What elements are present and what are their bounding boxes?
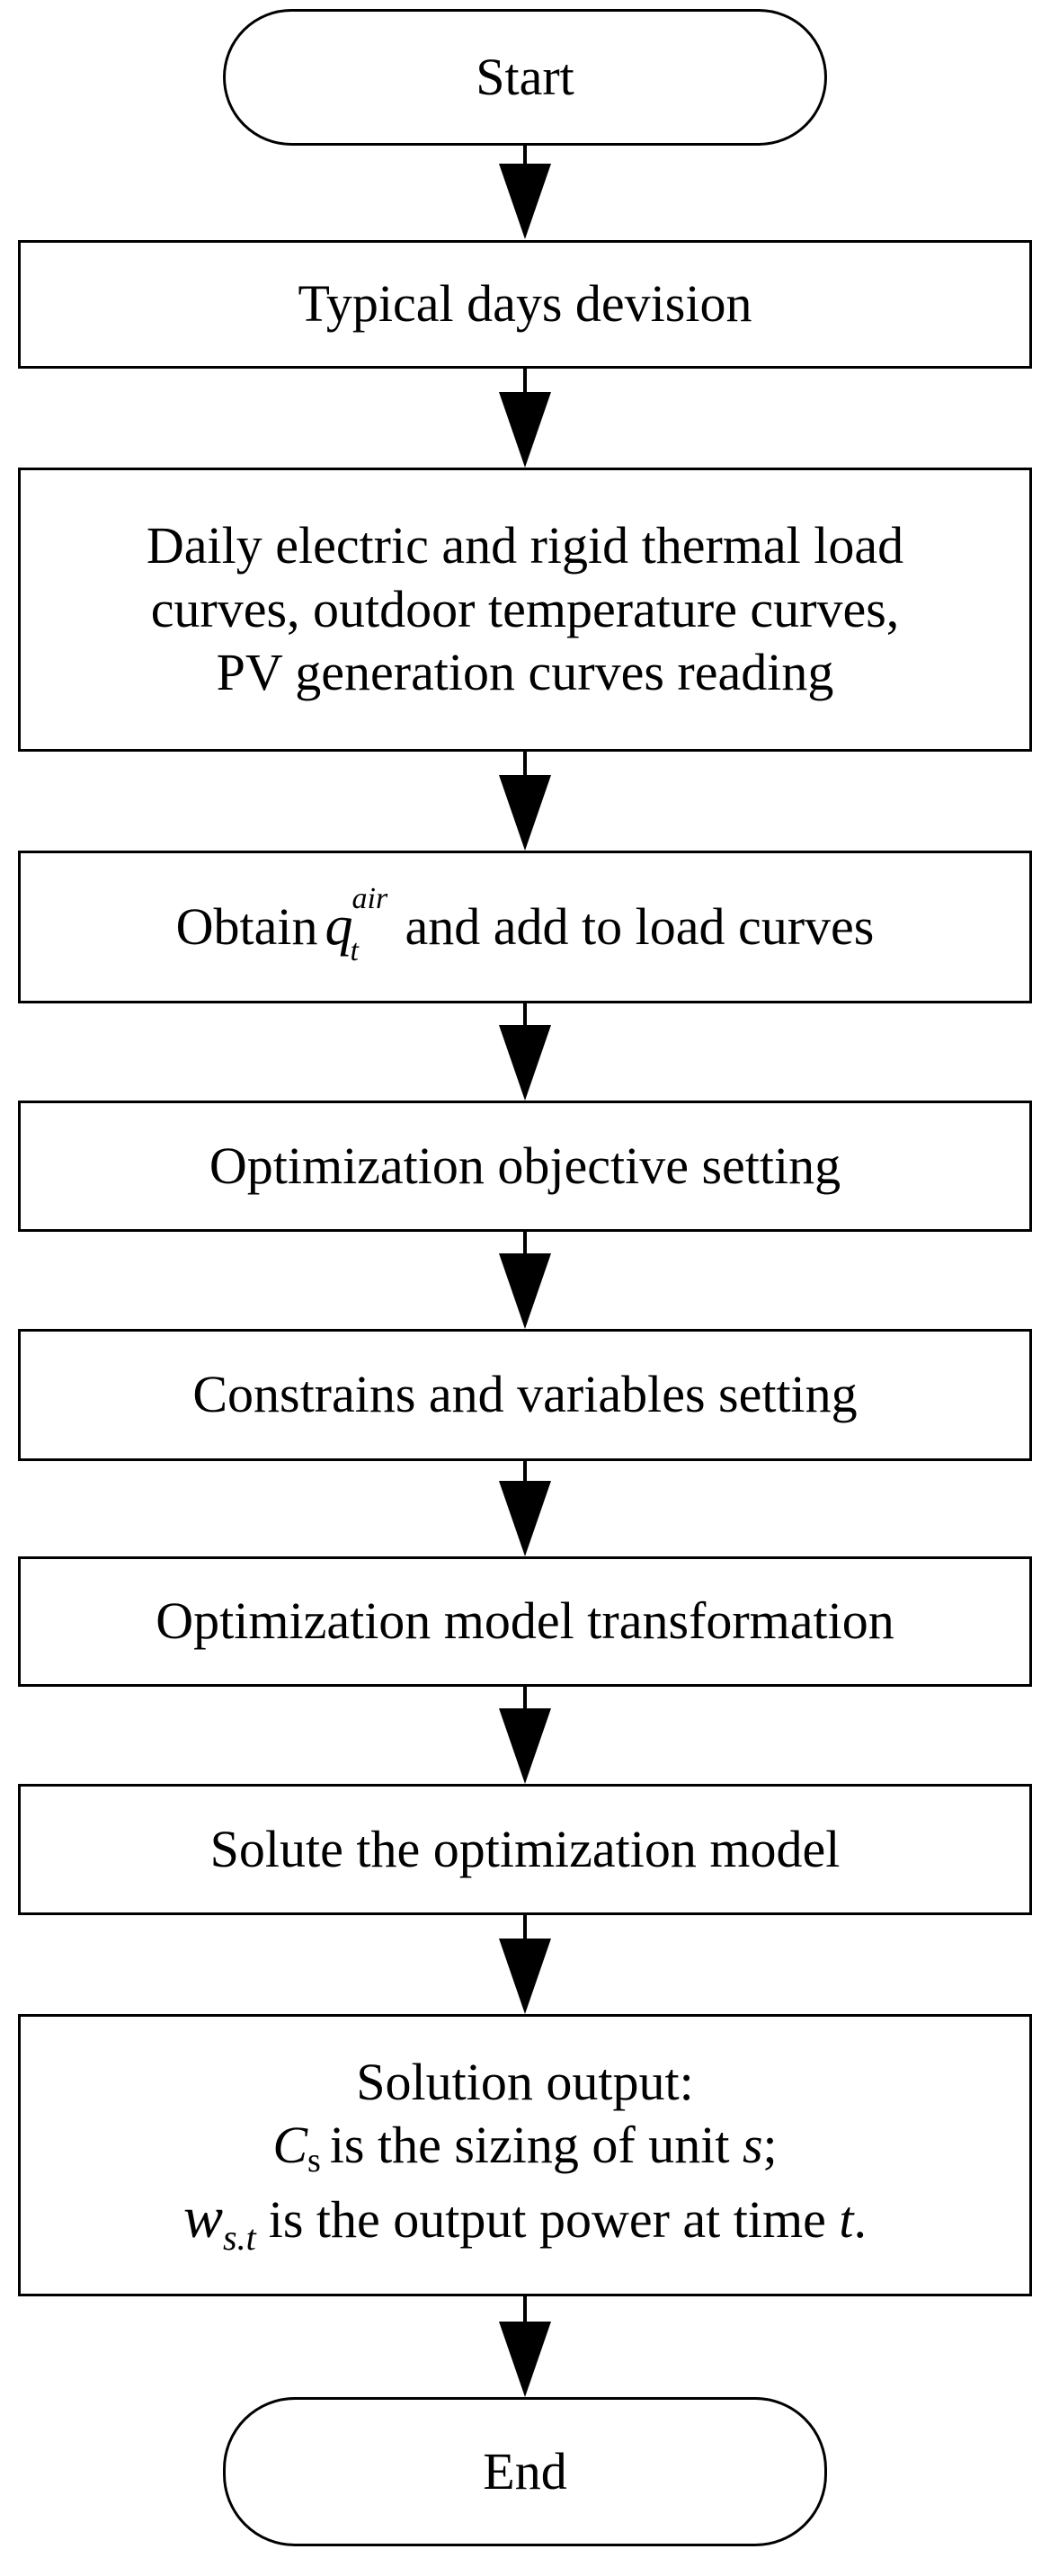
q-symbol: q (325, 896, 353, 958)
c-unit: s (742, 2116, 763, 2175)
step-curves-reading: Daily electric and rigid thermal load cu… (18, 468, 1032, 752)
step-curves-line-2: curves, outdoor temperature curves, (150, 579, 900, 638)
step-objective-setting: Optimization objective setting (18, 1101, 1032, 1232)
c-text: is the sizing of unit (329, 2116, 730, 2175)
step-objective-label: Optimization objective setting (209, 1136, 841, 1195)
c-end: ; (762, 2116, 778, 2175)
step-curves-line-3: PV generation curves reading (216, 643, 834, 702)
w-end: . (853, 2189, 868, 2249)
start-terminal: Start (223, 9, 827, 146)
step-constraints-setting: Constrains and variables setting (18, 1329, 1032, 1461)
step-constraints-label: Constrains and variables setting (192, 1365, 858, 1424)
c-subscript: s (307, 2142, 321, 2180)
step-solve-label: Solute the optimization model (209, 1819, 841, 1878)
w-subscript: s.t (223, 2216, 256, 2258)
step-transformation-label: Optimization model transformation (156, 1591, 894, 1651)
end-label: End (483, 2441, 567, 2500)
w-symbol: w (182, 2184, 224, 2251)
step-model-transformation: Optimization model transformation (18, 1556, 1032, 1687)
output-title: Solution output: (356, 2052, 694, 2111)
q-subscript: t (350, 934, 359, 968)
q-superscript: air (351, 882, 388, 916)
output-w-line: ws.t is the output power at time t. (183, 2182, 867, 2260)
step-obtain-rest: and add to load curves (405, 897, 875, 957)
w-text: is the output power at time (268, 2189, 826, 2249)
w-time: t (839, 2189, 854, 2249)
step-typical-days-label: Typical days devision (298, 274, 752, 334)
step-solve-model: Solute the optimization model (18, 1784, 1032, 1915)
step-curves-line-1: Daily electric and rigid thermal load (146, 515, 904, 575)
end-terminal: End (223, 2397, 827, 2546)
c-symbol: C (272, 2116, 308, 2175)
step-typical-days: Typical days devision (18, 240, 1032, 369)
start-label: Start (476, 47, 574, 106)
step-obtain-label: Obtain (175, 897, 318, 957)
